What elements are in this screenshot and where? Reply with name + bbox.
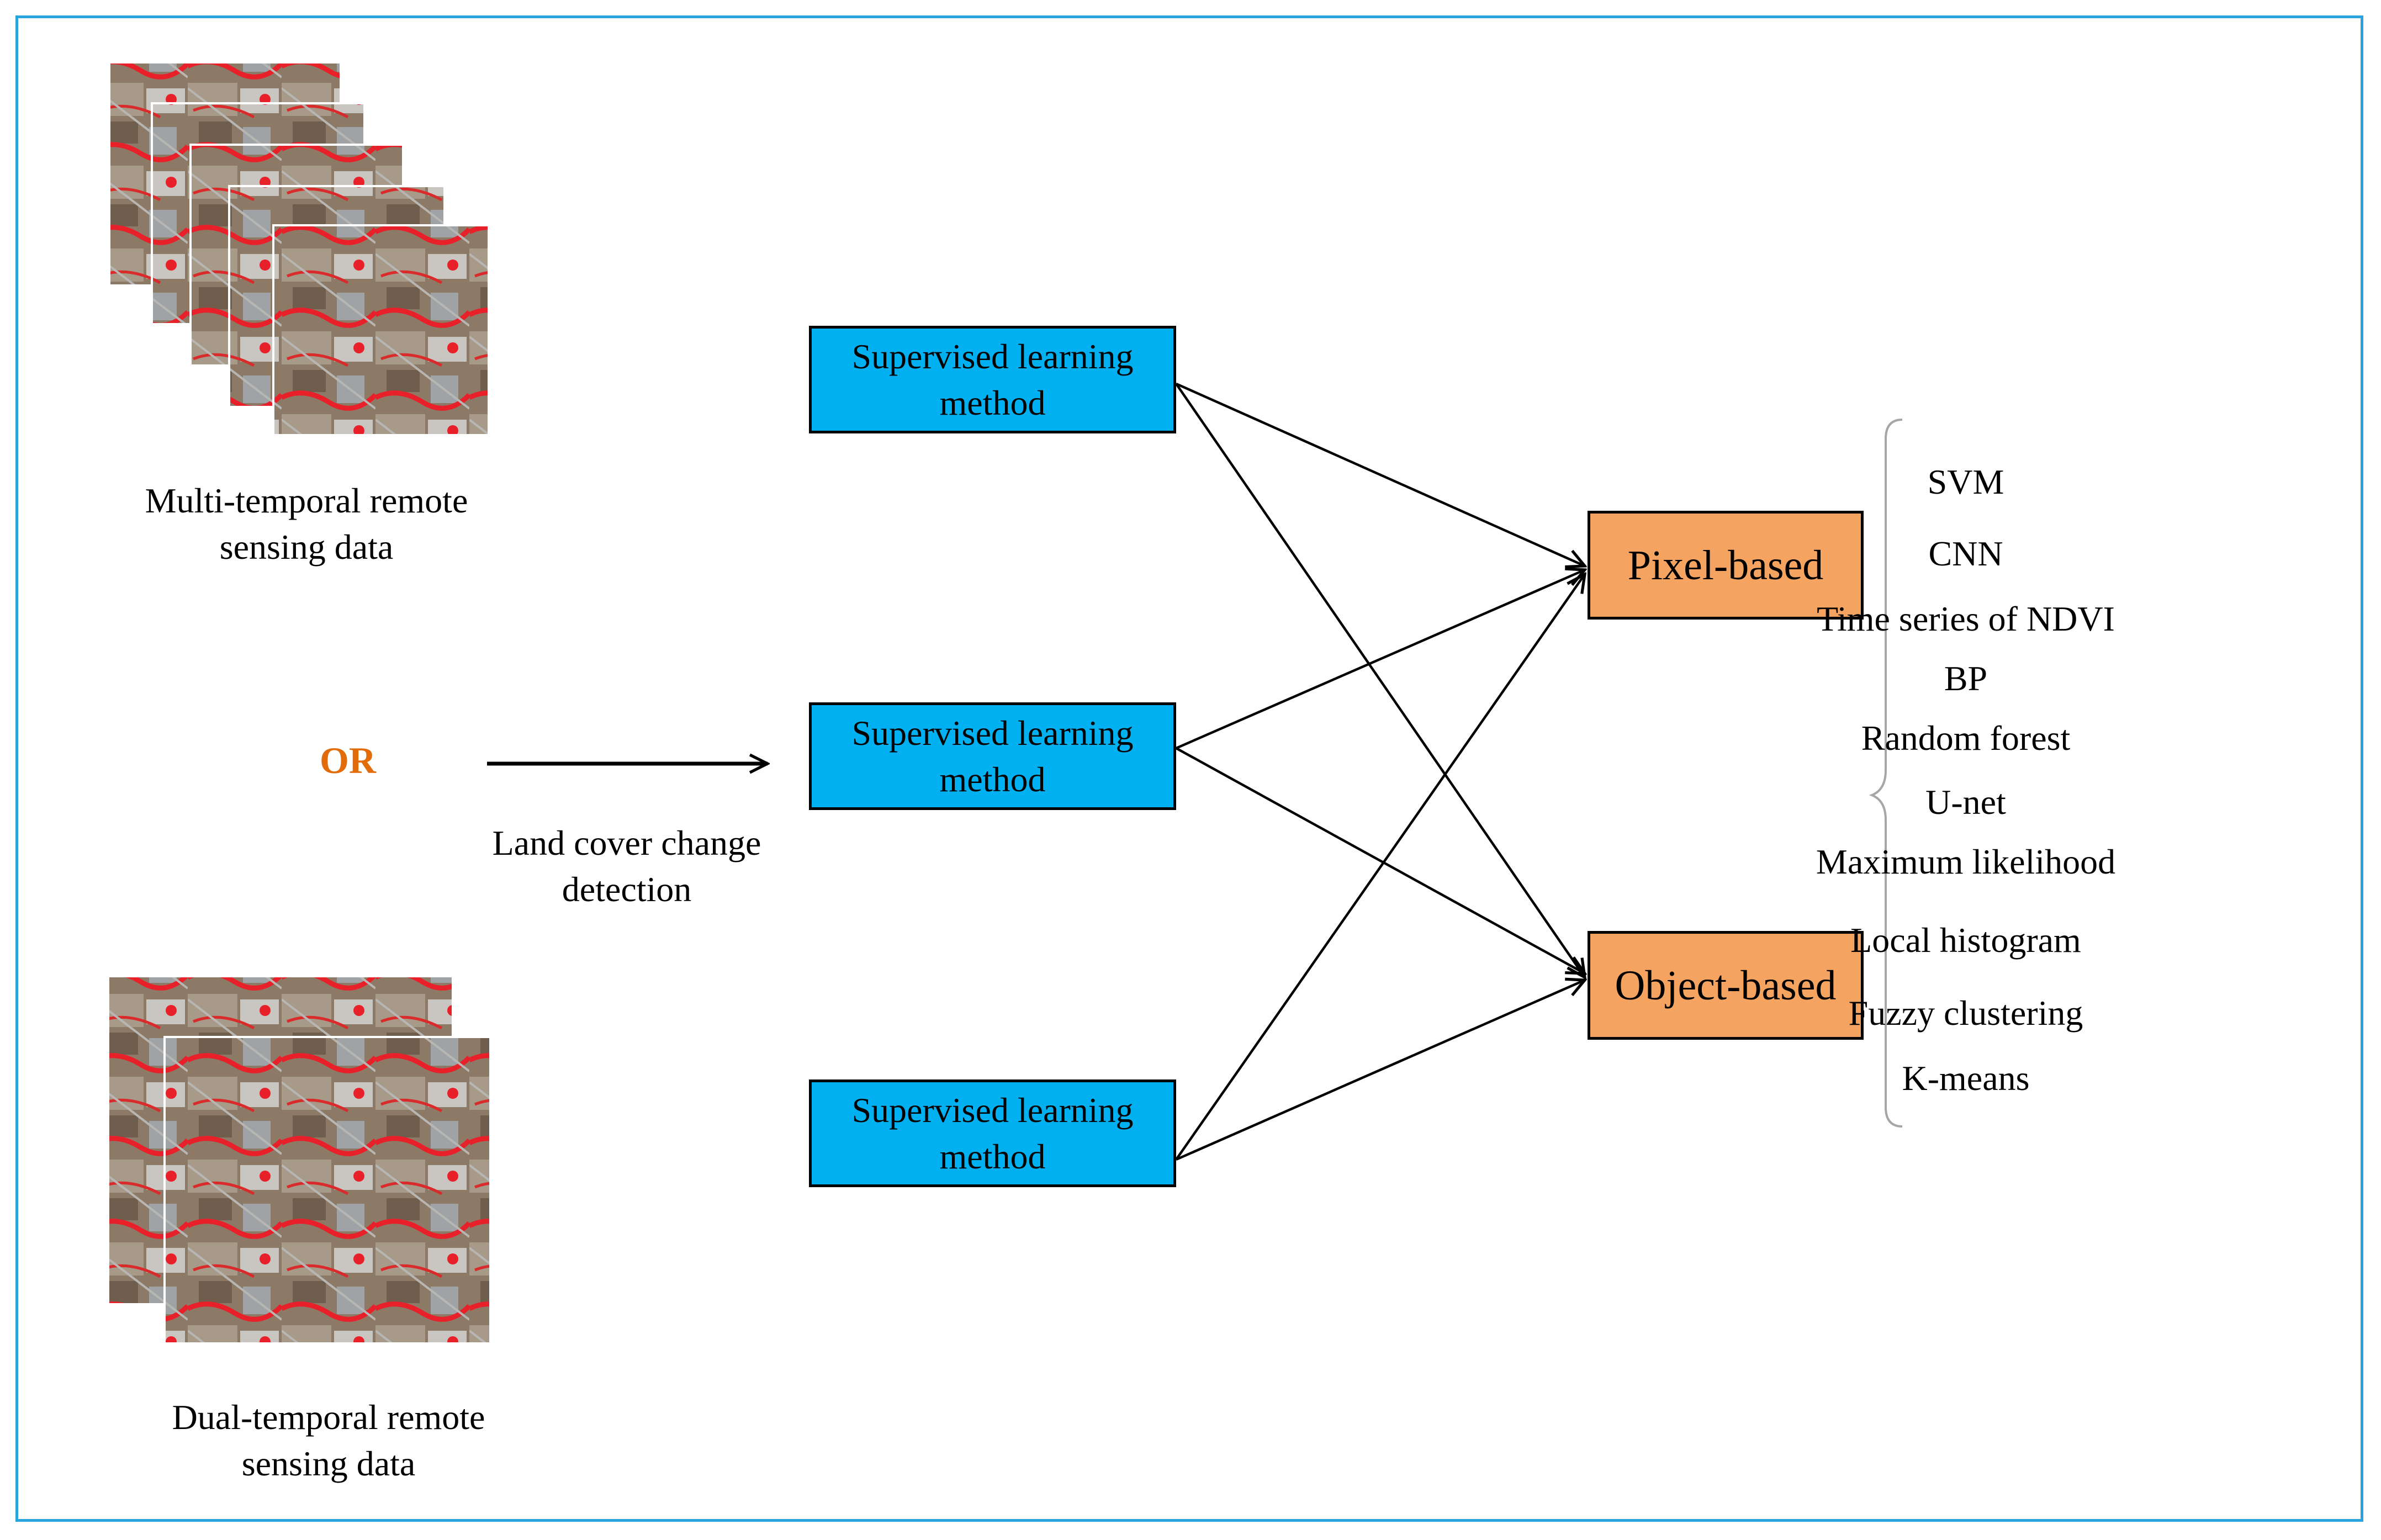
supervised-learning-label: Supervised learning	[851, 1090, 1134, 1130]
method-item: Local histogram	[1850, 920, 2081, 960]
supervised-learning-box: Supervised learning method	[809, 702, 1176, 810]
method-item: K-means	[1902, 1059, 2030, 1098]
supervised-learning-label: method	[939, 759, 1046, 799]
connector-arrow	[1175, 383, 1585, 977]
dual-temporal-image-pair	[109, 977, 491, 1345]
change-detection-label-line: detection	[562, 870, 692, 909]
dual-temporal-label: Dual-temporal remote sensing data	[121, 1394, 536, 1487]
method-item: BP	[1944, 659, 1988, 698]
multi-temporal-label-line: Multi-temporal remote	[145, 481, 468, 520]
diagram-frame	[15, 15, 2363, 1522]
object-based-label: Object-based	[1615, 962, 1837, 1009]
or-text: OR	[320, 739, 376, 781]
satellite-image-layer	[163, 1036, 491, 1345]
connector-arrow	[1176, 980, 1585, 1161]
supervised-learning-label: Supervised learning	[851, 336, 1134, 376]
change-detection-label-line: Land cover change	[492, 823, 761, 862]
multi-temporal-image-stack	[110, 63, 490, 436]
method-item: Random forest	[1861, 718, 2071, 758]
method-item: Fuzzy clustering	[1848, 993, 2083, 1033]
object-based-box: Object-based	[1588, 931, 1864, 1040]
connector-arrow	[1175, 747, 1585, 973]
supervised-learning-label: Supervised learning	[851, 713, 1134, 753]
method-item: Time series of NDVI	[1817, 599, 2115, 638]
supervised-learning-box: Supervised learning method	[809, 326, 1176, 433]
method-item: Maximum likelihood	[1816, 842, 2116, 881]
pixel-based-box: Pixel-based	[1588, 511, 1864, 620]
pixel-based-label: Pixel-based	[1627, 542, 1824, 589]
method-item: SVM	[1927, 462, 2004, 501]
multi-temporal-label: Multi-temporal remote sensing data	[99, 478, 514, 570]
dual-temporal-label-line: Dual-temporal remote	[172, 1398, 485, 1437]
supervised-learning-box: Supervised learning method	[809, 1079, 1176, 1187]
satellite-image-layer	[272, 224, 490, 436]
method-brace	[1869, 419, 1903, 1128]
supervised-learning-label: method	[939, 1136, 1046, 1176]
supervised-learning-label: method	[939, 383, 1046, 422]
connector-arrows	[1175, 382, 1585, 1161]
connector-arrow	[1176, 570, 1585, 750]
dual-temporal-label-line: sensing data	[241, 1444, 416, 1483]
connector-arrow	[1176, 382, 1585, 566]
method-item: CNN	[1928, 534, 2003, 573]
method-item: U-net	[1925, 782, 2006, 822]
multi-temporal-label-line: sensing data	[219, 527, 394, 567]
change-detection-label: Land cover change detection	[447, 820, 806, 913]
connector-arrow	[1175, 574, 1585, 1161]
